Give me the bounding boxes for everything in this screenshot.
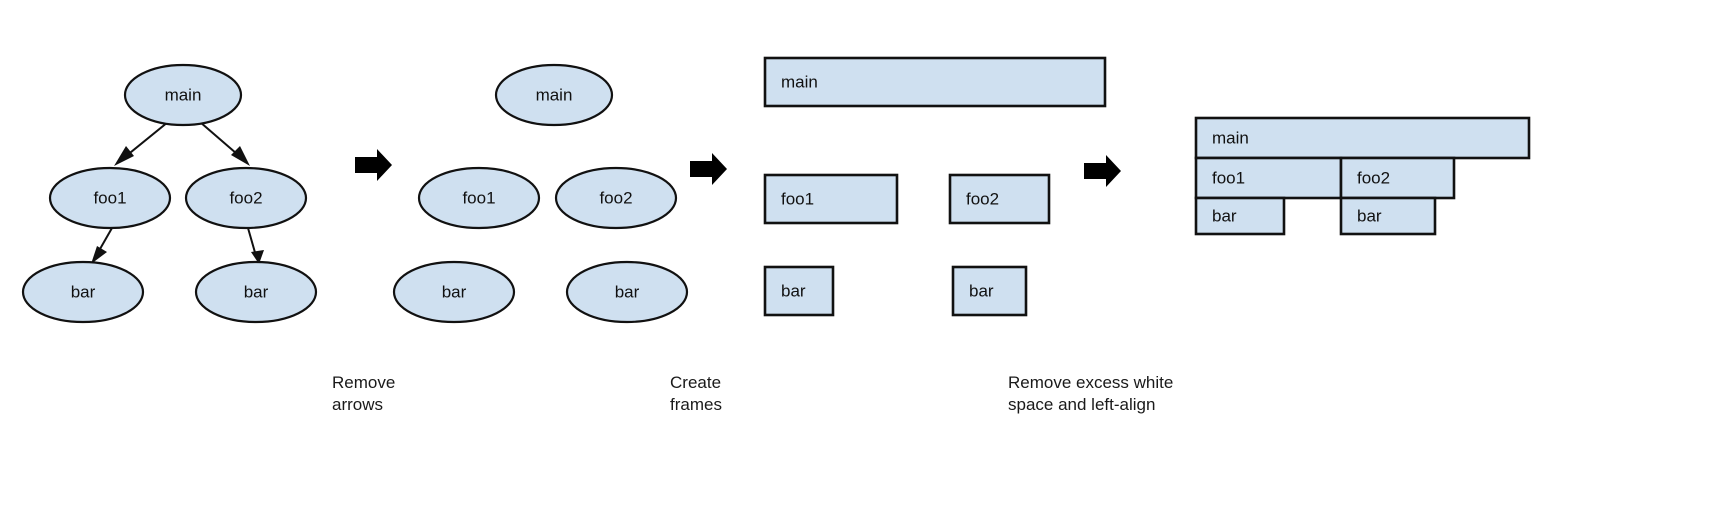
frame-box-foo2[interactable] [948,173,1051,225]
flame-box-foo1-label: foo1 [1212,168,1246,188]
panel-frames [763,56,1107,317]
noarrow-node-bar-1[interactable] [392,260,516,324]
noarrow-node-main[interactable] [494,63,614,127]
panel-no-arrows [392,63,689,324]
tree-node-main-label: main [164,85,202,105]
noarrow-node-bar-2[interactable] [565,260,689,324]
tree-node-bar-1-label: bar [70,282,96,302]
flame-box-main-label: main [1212,128,1249,148]
flame-box-bar-2-label: bar [1357,206,1382,226]
edge-foo1-bar1-arrowhead [91,246,107,264]
panel-call-tree [21,63,318,324]
frame-box-foo1[interactable] [763,173,899,225]
edge-foo2-bar2-arrowhead [251,250,264,264]
tree-node-bar-1[interactable] [21,260,145,324]
step-arrows [355,149,1121,187]
tree-node-foo1[interactable] [48,166,172,230]
step-arrow-3-icon [1084,155,1121,187]
frame-box-bar-1-label: bar [781,281,806,301]
frame-box-bar-2[interactable] [951,265,1028,317]
edge-main-foo1-arrowhead [114,146,134,166]
noarrow-node-bar-2-label: bar [614,282,640,302]
panel-flame-graph [1194,116,1531,236]
frame-box-bar-2-label: bar [969,281,994,301]
tree-node-foo2-label: foo2 [229,188,263,208]
frame-box-main-label: main [781,72,818,92]
edge-foo2-bar2 [247,227,257,257]
tree-node-main[interactable] [123,63,243,127]
frame-box-foo2-label: foo2 [966,189,1000,209]
frame-box-bar-1[interactable] [763,265,835,317]
flame-box-foo2-label: foo2 [1357,168,1391,188]
caption-create-frames: Create frames [670,373,722,414]
caption-remove-arrows: Remove arrows [332,373,396,414]
tree-node-foo1-label: foo1 [93,188,127,208]
caption-remove-whitespace: Remove excess white space and left-align [1008,373,1174,414]
frame-box-main[interactable] [763,56,1107,108]
edge-main-foo2-arrowhead [231,146,250,166]
step-arrow-1-icon [355,149,392,181]
frame-box-foo1-label: foo1 [781,189,815,209]
flame-box-bar-2[interactable] [1339,196,1437,236]
noarrow-node-foo2[interactable] [554,166,678,230]
tree-edges [91,121,264,264]
step-arrow-2-icon [690,153,727,185]
flame-box-bar-1-label: bar [1212,206,1237,226]
noarrow-node-main-label: main [535,85,573,105]
noarrow-node-foo1-label: foo1 [462,188,496,208]
flame-box-bar-1[interactable] [1194,196,1286,236]
tree-node-bar-2[interactable] [194,260,318,324]
tree-node-foo2[interactable] [184,166,308,230]
tree-node-bar-2-label: bar [243,282,269,302]
noarrow-node-foo1[interactable] [417,166,541,230]
noarrow-node-bar-1-label: bar [441,282,467,302]
noarrow-node-foo2-label: foo2 [599,188,633,208]
